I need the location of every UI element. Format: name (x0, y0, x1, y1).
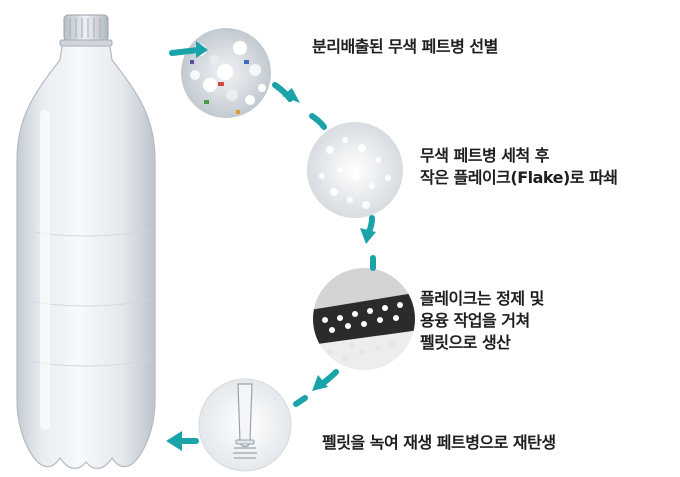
flow-arrows (166, 41, 376, 451)
arrow-step3-to-step4-icon (312, 369, 339, 391)
step-pelletizing-line-3: 펠릿으로 생산 (420, 333, 511, 352)
pellets-image (313, 268, 415, 370)
pet-bottle-image (16, 14, 156, 469)
step-reborn-label: 펠릿을 녹여 재생 페트병으로 재탄생 (322, 432, 556, 454)
step-pelletizing-line-2: 용융 작업을 거쳐 (420, 311, 530, 330)
step-crushing-label: 무색 페트병 세척 후 작은 플레이크(Flake)로 파쇄 (420, 145, 618, 189)
step-sorting-label: 분리배출된 무색 페트병 선별 (312, 36, 498, 58)
arrow-into-step2-icon (309, 113, 327, 130)
step-pelletizing-label: 플레이크는 정제 및 용융 작업을 거쳐 펠릿으로 생산 (420, 288, 544, 354)
arrow-final-icon (166, 431, 199, 451)
crushed-flakes-image (307, 122, 403, 218)
step-crushing-line-2: 작은 플레이크(Flake)로 파쇄 (420, 168, 618, 187)
arrow-step2-to-step3-icon (360, 215, 376, 244)
step-sorting-line-1: 분리배출된 무색 페트병 선별 (312, 37, 498, 56)
sorted-flakes-image (181, 28, 271, 118)
arrow-step1-to-step2-icon (272, 82, 300, 103)
preform-image (198, 378, 292, 472)
step-pelletizing-line-1: 플레이크는 정제 및 (420, 289, 544, 308)
step-crushing-line-1: 무색 페트병 세척 후 (420, 146, 549, 165)
step-reborn-line-1: 펠릿을 녹여 재생 페트병으로 재탄생 (322, 433, 556, 452)
arrow-into-step4-icon (293, 395, 308, 407)
arrow-start-icon (169, 41, 208, 58)
